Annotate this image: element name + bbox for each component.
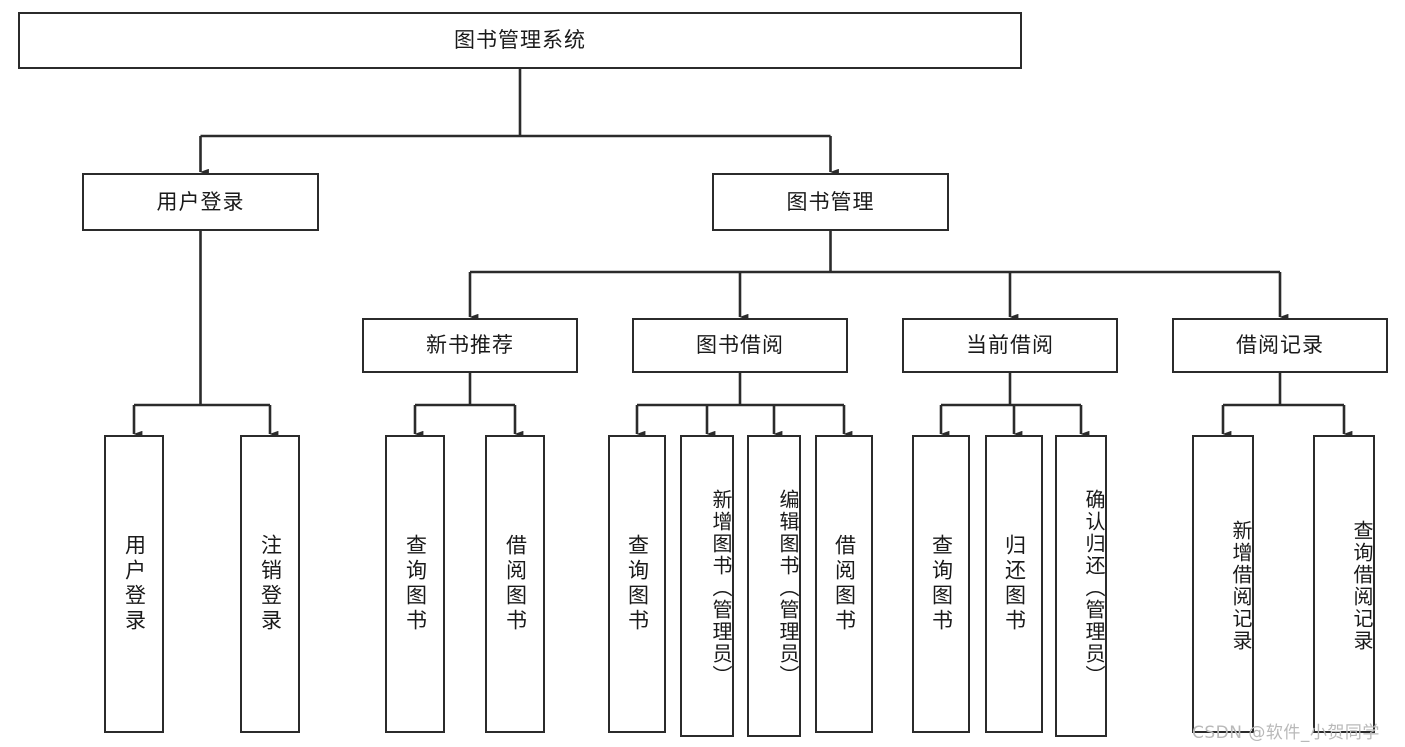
node-label: 查询图书	[929, 534, 954, 634]
node-label: 归还图书	[1002, 534, 1027, 634]
node-leaf_conf[interactable]: 确认归还（管理员）	[1055, 435, 1107, 737]
node-label: 借阅图书	[832, 534, 857, 634]
node-label: 新增借阅记录	[1229, 520, 1253, 652]
node-login[interactable]: 用户登录	[82, 173, 319, 231]
node-leaf_addrec[interactable]: 新增借阅记录	[1192, 435, 1254, 733]
node-newbook[interactable]: 新书推荐	[362, 318, 578, 373]
node-label: 确认归还（管理员）	[1082, 489, 1106, 687]
node-records[interactable]: 借阅记录	[1172, 318, 1388, 373]
node-leaf_ret[interactable]: 归还图书	[985, 435, 1043, 733]
node-label: 用户登录	[156, 189, 245, 214]
node-borrow[interactable]: 图书借阅	[632, 318, 848, 373]
node-label: 图书管理系统	[454, 28, 586, 53]
node-label: 查询借阅记录	[1350, 520, 1374, 652]
node-label: 图书管理	[786, 189, 875, 214]
node-label: 借阅记录	[1236, 333, 1324, 358]
node-label: 新增图书（管理员）	[709, 489, 733, 687]
node-label: 当前借阅	[966, 333, 1054, 358]
node-label: 用户登录	[122, 534, 147, 634]
node-label: 编辑图书（管理员）	[776, 489, 800, 687]
node-label: 注销登录	[258, 534, 283, 634]
node-leaf_q2[interactable]: 查询图书	[608, 435, 666, 733]
node-bookmgmt[interactable]: 图书管理	[712, 173, 949, 231]
node-leaf_add[interactable]: 新增图书（管理员）	[680, 435, 734, 737]
node-leaf_b1[interactable]: 借阅图书	[485, 435, 545, 733]
node-leaf_qryrec[interactable]: 查询借阅记录	[1313, 435, 1375, 733]
node-leaf_logout[interactable]: 注销登录	[240, 435, 300, 733]
node-leaf_edit[interactable]: 编辑图书（管理员）	[747, 435, 801, 737]
node-label: 借阅图书	[503, 534, 528, 634]
node-label: 图书借阅	[696, 333, 784, 358]
node-leaf_q1[interactable]: 查询图书	[385, 435, 445, 733]
node-label: 新书推荐	[426, 333, 514, 358]
node-leaf_b2[interactable]: 借阅图书	[815, 435, 873, 733]
node-label: 查询图书	[625, 534, 650, 634]
csdn-watermark: CSDN @软件_小贺同学	[1192, 723, 1380, 743]
node-root[interactable]: 图书管理系统	[18, 12, 1022, 69]
node-leaf_q3[interactable]: 查询图书	[912, 435, 970, 733]
node-leaf_login[interactable]: 用户登录	[104, 435, 164, 733]
node-label: 查询图书	[403, 534, 428, 634]
node-current[interactable]: 当前借阅	[902, 318, 1118, 373]
